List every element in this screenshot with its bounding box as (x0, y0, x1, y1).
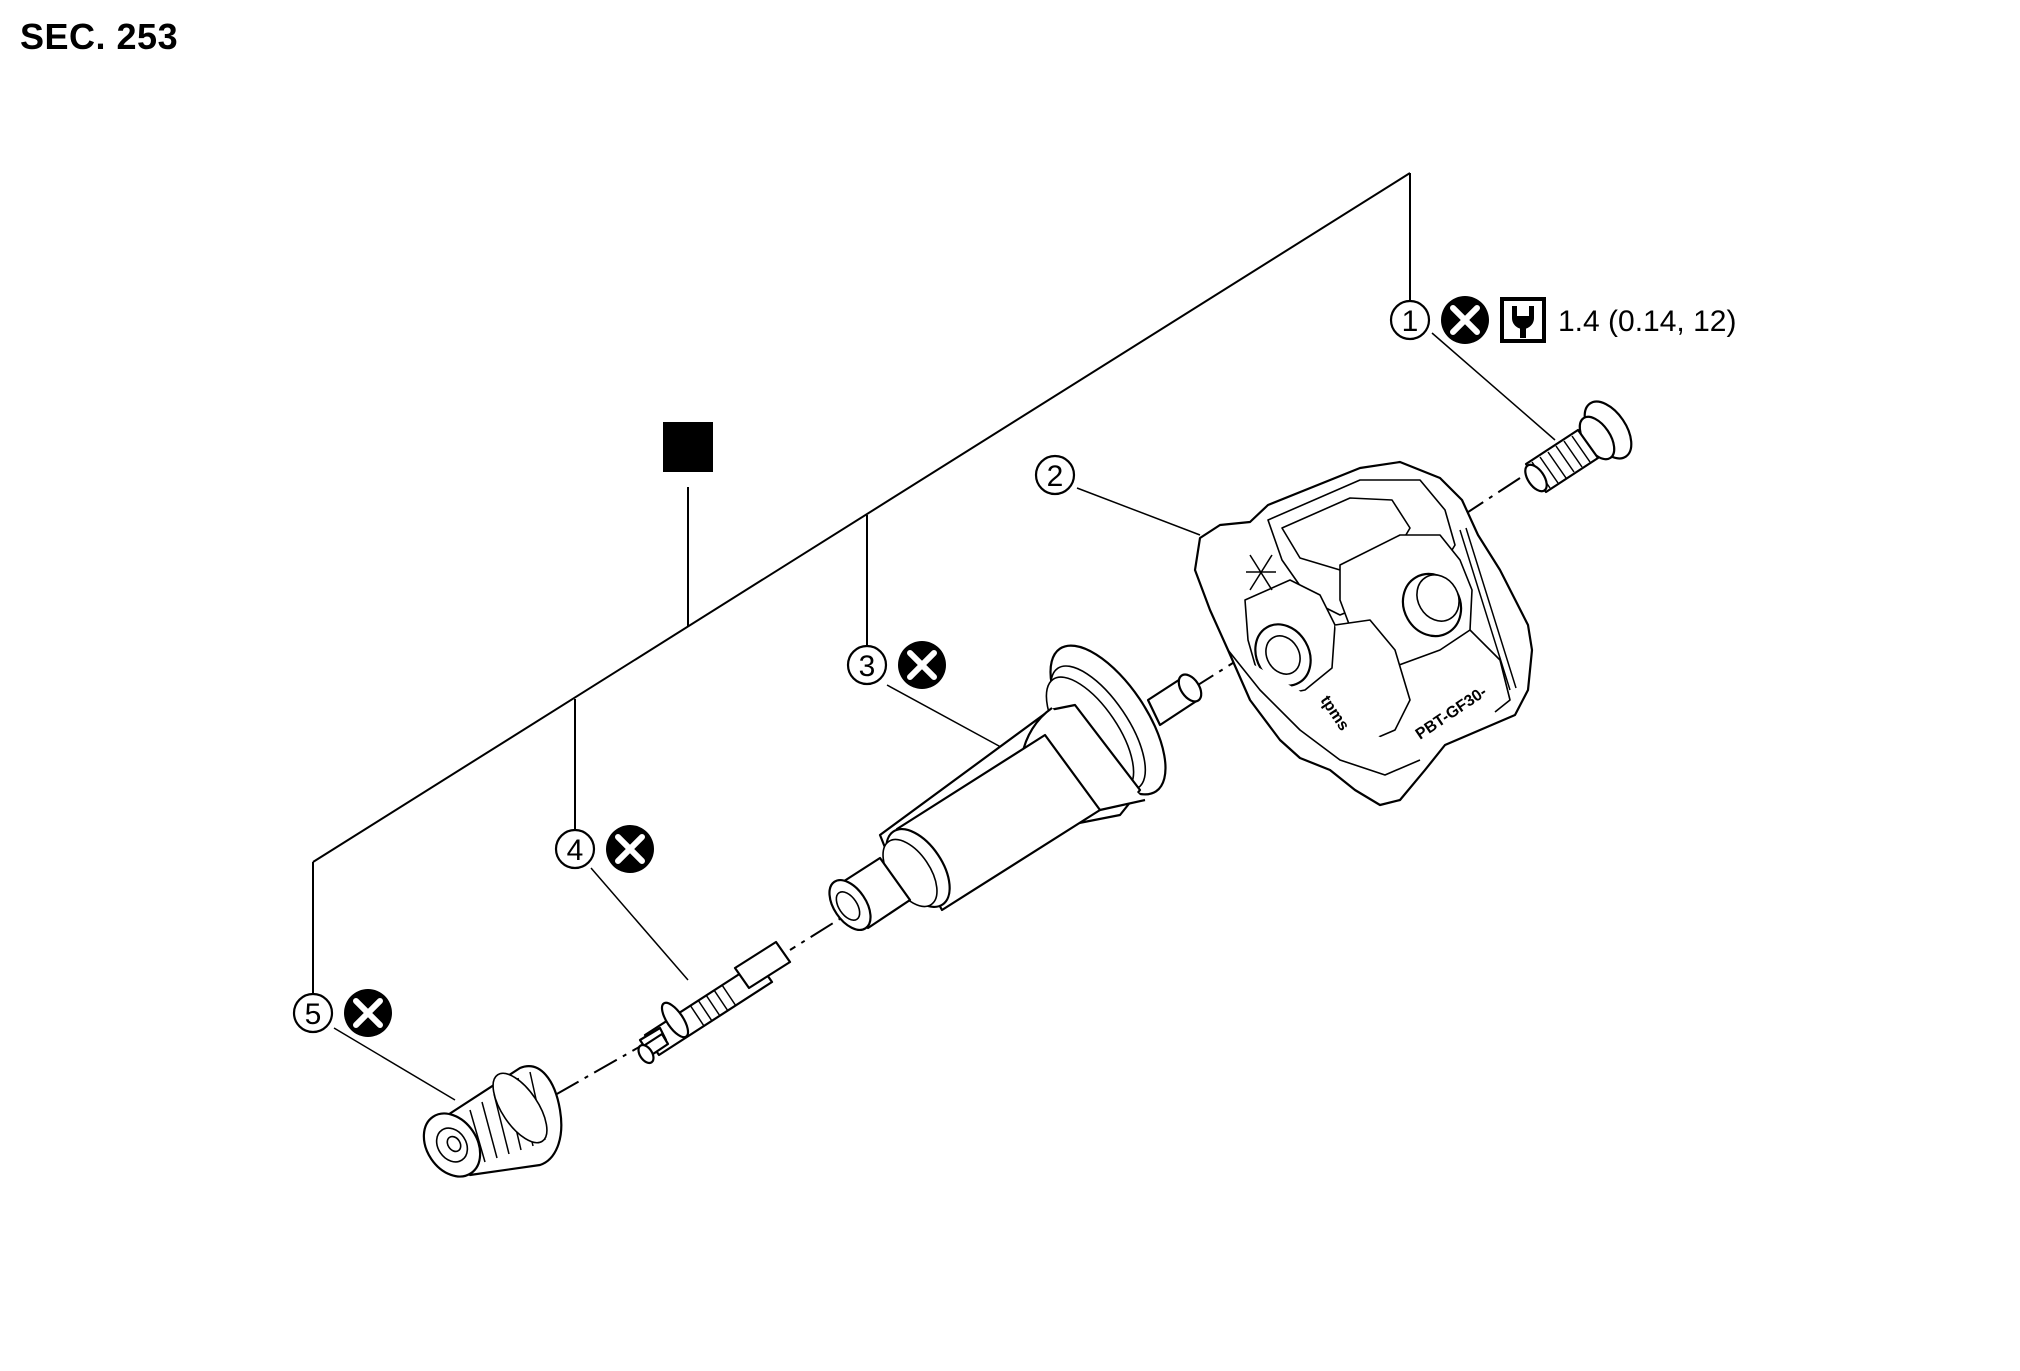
callout-2: 2 (1034, 454, 1076, 496)
section-label: SEC. 253 (20, 16, 179, 57)
callout-1-number: 1 (1402, 305, 1419, 338)
callout-4-number: 4 (567, 834, 584, 867)
callout-4: 4 (554, 825, 654, 873)
sensor-screw (1524, 400, 1633, 494)
replace-x-icon (606, 825, 654, 873)
callout-5-number: 5 (305, 998, 322, 1031)
torque-wrench-icon (1500, 297, 1546, 343)
torque-spec: 1.4 (0.14, 12) (1558, 305, 1736, 338)
replace-x-icon (898, 641, 946, 689)
callout-5: 5 (292, 989, 392, 1037)
callout-1: 1 1.4 (0.14, 12) (1389, 296, 1736, 344)
assembly-bracket-lines (312, 172, 1411, 995)
black-square-icon (663, 422, 713, 472)
tpms-sensor-body: tpms PBT-GF30- (1193, 460, 1534, 807)
callout-3: 3 (846, 641, 946, 689)
replace-x-icon (344, 989, 392, 1037)
valve-stem (828, 644, 1203, 931)
callout-3-number: 3 (859, 650, 876, 683)
replace-x-icon (1441, 296, 1489, 344)
callout-leaders (333, 332, 1556, 1101)
valve-cap (422, 1065, 563, 1178)
callout-2-number: 2 (1047, 460, 1064, 493)
valve-core (637, 940, 792, 1065)
